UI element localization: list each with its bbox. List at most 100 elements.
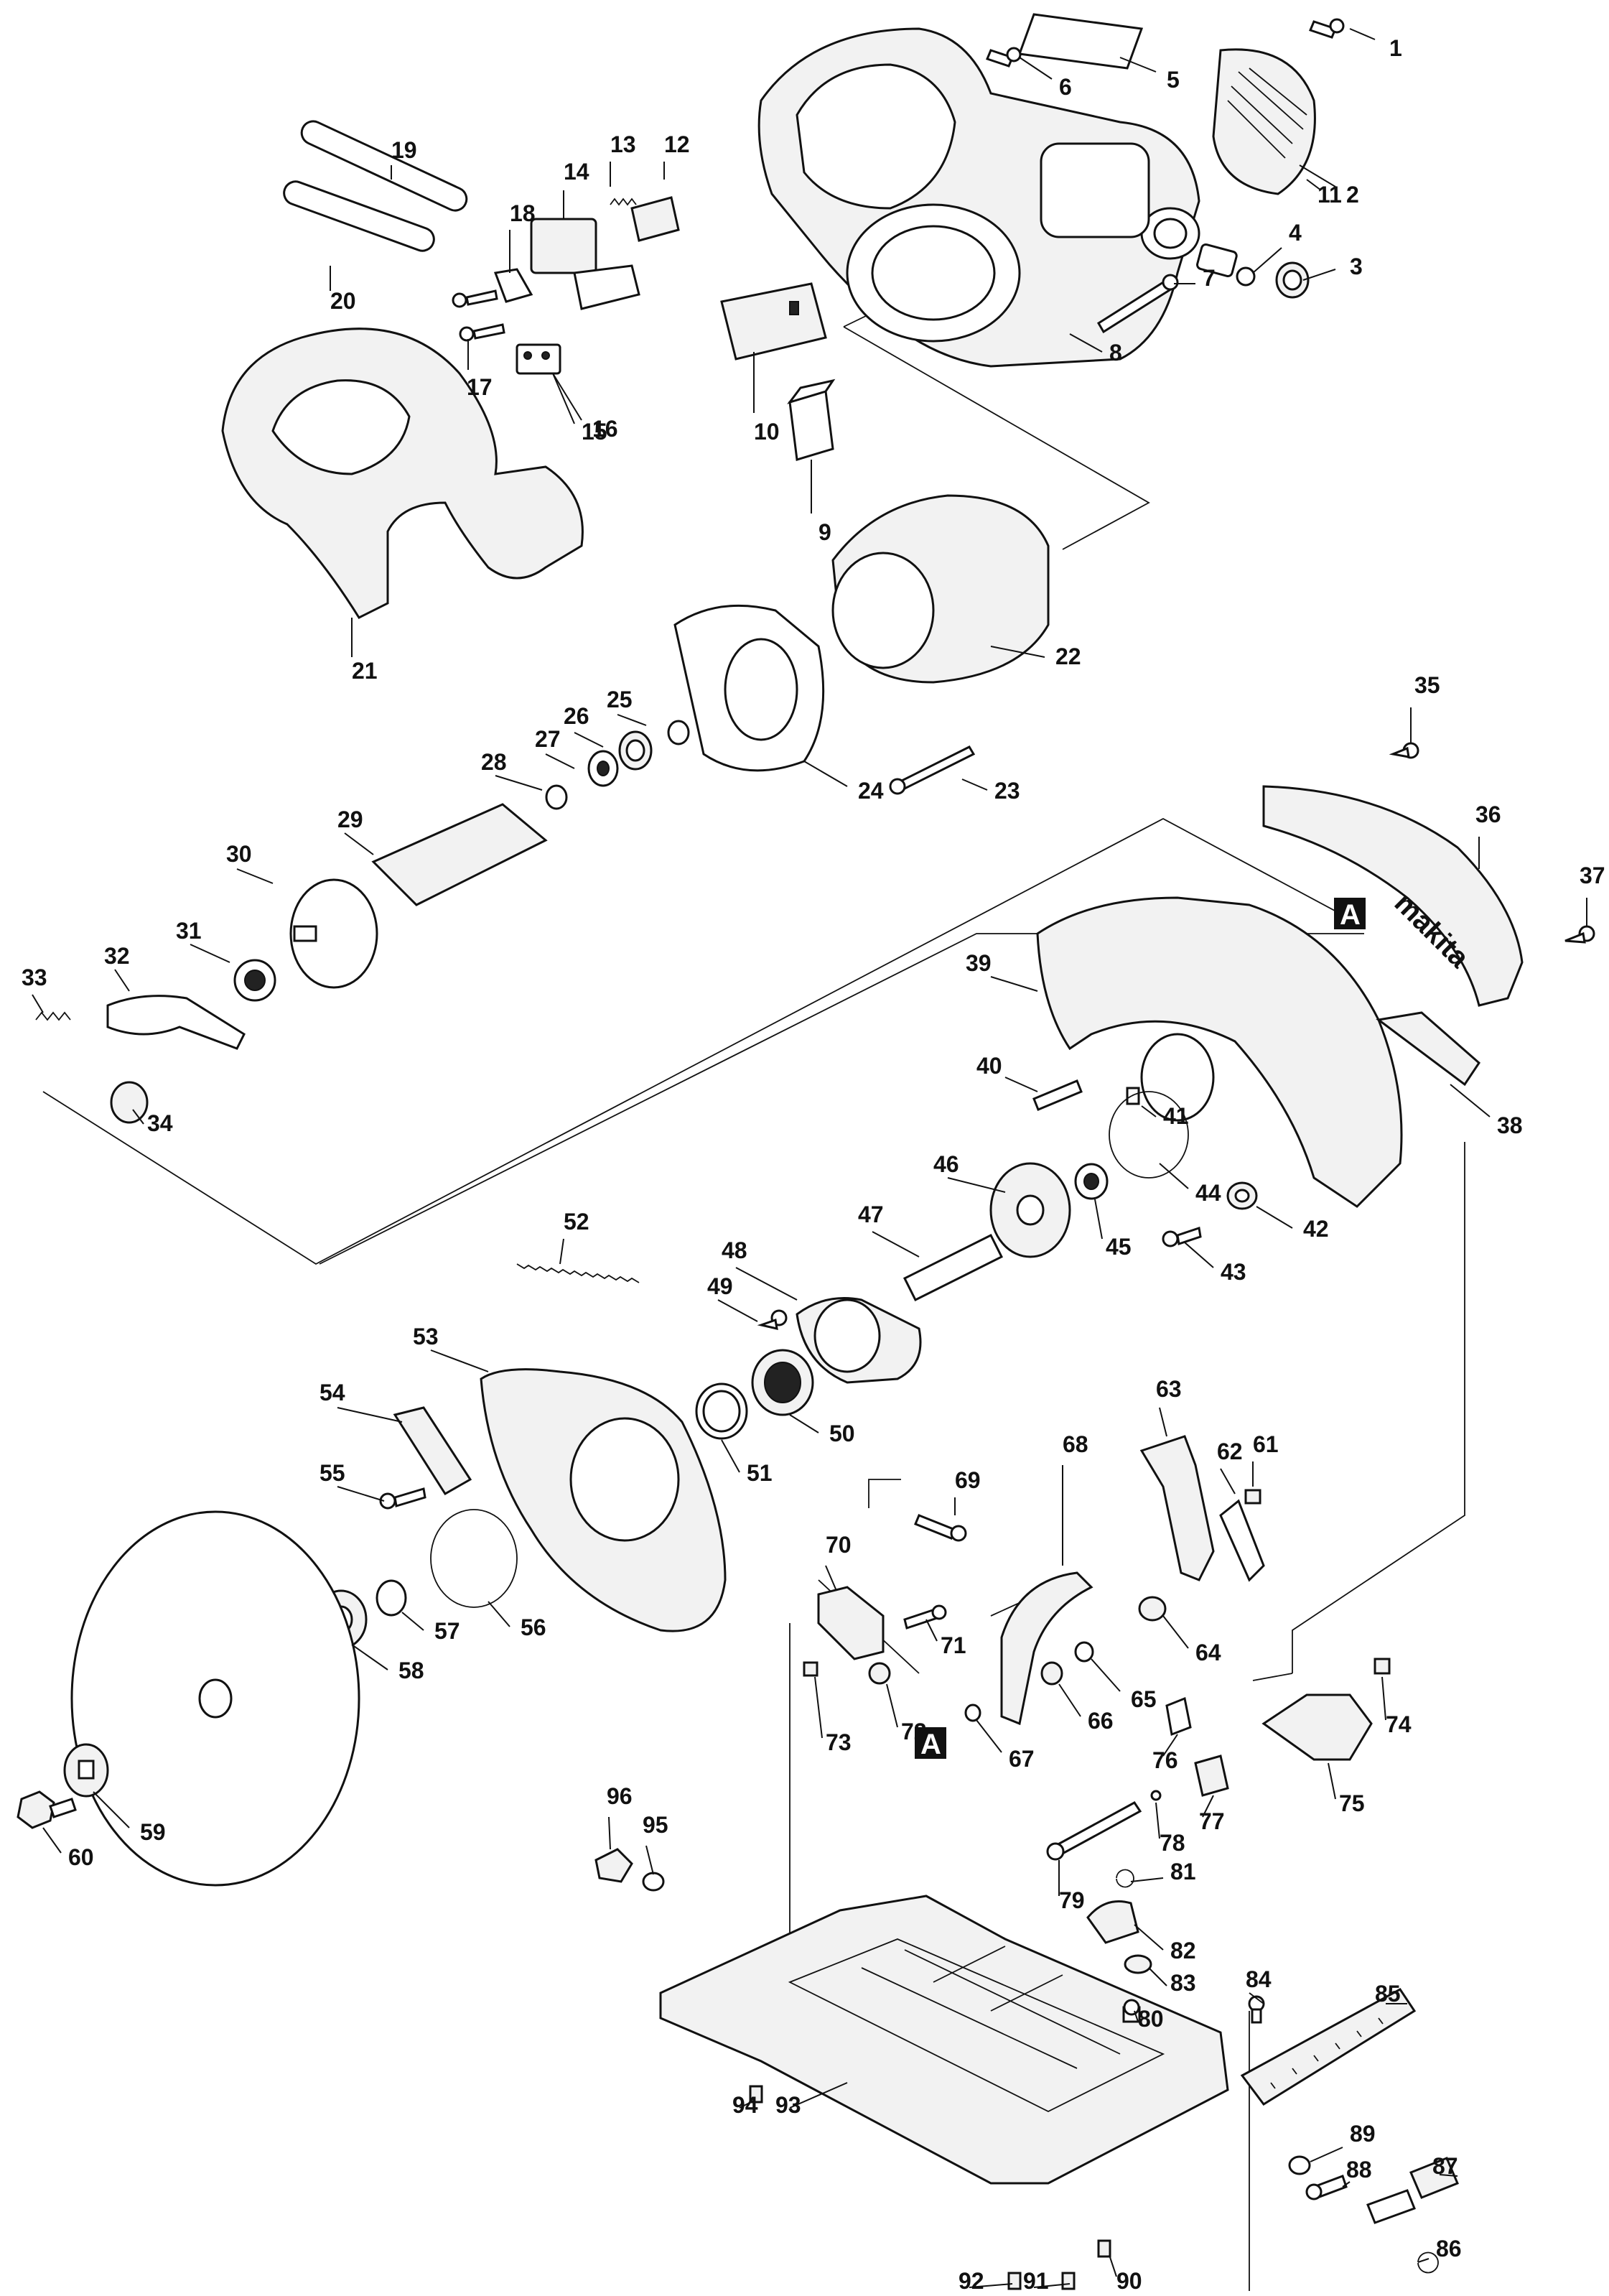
marker-letter: A bbox=[1340, 899, 1361, 931]
callout-12: 12 bbox=[664, 131, 690, 157]
callout-77: 77 bbox=[1199, 1808, 1225, 1834]
leader-line-66 bbox=[1058, 1683, 1081, 1717]
leader-line-53 bbox=[430, 1349, 489, 1372]
callout-95: 95 bbox=[643, 1812, 668, 1838]
callout-30: 30 bbox=[226, 841, 252, 867]
set-screw-94 bbox=[749, 2085, 763, 2104]
leader-line-86 bbox=[1417, 2258, 1430, 2263]
leader-line-28 bbox=[495, 775, 543, 791]
saw-blade bbox=[70, 1510, 360, 1887]
leader-line-90 bbox=[1109, 2254, 1117, 2277]
nameplate bbox=[1017, 13, 1144, 70]
retaining-ring-51 bbox=[695, 1382, 748, 1440]
callout-82: 82 bbox=[1170, 1938, 1196, 1963]
leader-line-65 bbox=[1091, 1658, 1121, 1692]
leader-line-27 bbox=[545, 753, 575, 769]
spring-83 bbox=[1124, 1954, 1152, 1974]
spring-56 bbox=[430, 1509, 518, 1608]
screw-41 bbox=[1126, 1087, 1140, 1105]
callout-20: 20 bbox=[330, 288, 356, 314]
callout-54: 54 bbox=[320, 1380, 345, 1405]
callout-25: 25 bbox=[607, 687, 633, 712]
pin-72 bbox=[868, 1662, 891, 1685]
callout-62: 62 bbox=[1217, 1439, 1243, 1464]
terminal-16 bbox=[516, 343, 561, 375]
callout-27: 27 bbox=[535, 726, 561, 752]
leader-line-51 bbox=[721, 1439, 740, 1473]
screw-71 bbox=[903, 1604, 947, 1630]
controller-10 bbox=[720, 282, 827, 361]
callout-81: 81 bbox=[1170, 1859, 1196, 1884]
leader-line-38 bbox=[1450, 1084, 1491, 1117]
callout-41: 41 bbox=[1163, 1103, 1189, 1129]
callout-46: 46 bbox=[933, 1151, 959, 1177]
callout-83: 83 bbox=[1170, 1970, 1196, 1996]
brake-plate-32 bbox=[106, 995, 246, 1050]
leader-line-55 bbox=[337, 1486, 385, 1502]
leader-line-6 bbox=[1019, 57, 1053, 80]
leader-line-24 bbox=[803, 761, 848, 787]
lock-lever-12 bbox=[630, 196, 680, 242]
pad-9 bbox=[787, 378, 836, 461]
callout-22: 22 bbox=[1055, 643, 1081, 669]
bolt-76 bbox=[1165, 1696, 1192, 1737]
ring-86b bbox=[1417, 2251, 1439, 2274]
callout-8: 8 bbox=[1109, 340, 1122, 366]
armature-29 bbox=[289, 803, 548, 989]
motor-housing bbox=[757, 27, 1200, 368]
leader-line-46 bbox=[947, 1177, 1006, 1193]
callout-33: 33 bbox=[22, 965, 47, 990]
callout-47: 47 bbox=[858, 1202, 884, 1227]
ring-57 bbox=[376, 1579, 407, 1617]
grip-68 bbox=[1000, 1571, 1093, 1726]
leader-line-45 bbox=[1094, 1199, 1103, 1240]
callout-35: 35 bbox=[1414, 672, 1440, 698]
leader-line-96 bbox=[608, 1816, 611, 1850]
cap-34 bbox=[110, 1081, 149, 1124]
leader-line-70 bbox=[825, 1565, 837, 1591]
callout-60: 60 bbox=[68, 1844, 94, 1870]
leader-line-82 bbox=[1134, 1924, 1164, 1951]
callout-73: 73 bbox=[826, 1729, 852, 1755]
marker-a-lower: A bbox=[915, 1727, 946, 1760]
callout-26: 26 bbox=[564, 703, 589, 729]
leader-line-83 bbox=[1148, 1967, 1167, 1986]
spring-13 bbox=[610, 197, 637, 206]
leader-line-94 bbox=[739, 2100, 755, 2109]
cam-82 bbox=[1086, 1900, 1139, 1944]
bearing-box-48 bbox=[796, 1297, 922, 1384]
callout-59: 59 bbox=[140, 1819, 166, 1845]
leader-line-95 bbox=[645, 1845, 654, 1875]
leader-line-44 bbox=[1159, 1163, 1189, 1189]
callout-4: 4 bbox=[1289, 220, 1302, 246]
callout-53: 53 bbox=[413, 1324, 439, 1349]
callout-63: 63 bbox=[1156, 1376, 1182, 1402]
leader-line-4 bbox=[1252, 247, 1282, 274]
callout-57: 57 bbox=[434, 1618, 460, 1644]
callout-10: 10 bbox=[754, 419, 780, 445]
screws-15-17 bbox=[452, 289, 505, 342]
leader-line-92 bbox=[969, 2283, 1013, 2288]
leader-line-52 bbox=[559, 1238, 564, 1265]
washer-89 bbox=[1288, 2155, 1311, 2175]
leader-line-91 bbox=[1033, 2283, 1071, 2288]
leader-line-73 bbox=[814, 1676, 823, 1739]
callout-7: 7 bbox=[1203, 265, 1216, 291]
callout-85: 85 bbox=[1375, 1981, 1401, 2007]
callout-32: 32 bbox=[104, 943, 130, 969]
callout-39: 39 bbox=[966, 950, 992, 976]
nut-73 bbox=[803, 1661, 819, 1677]
callout-80: 80 bbox=[1138, 2006, 1164, 2032]
callout-42: 42 bbox=[1303, 1216, 1329, 1242]
screw-6 bbox=[985, 47, 1022, 68]
callout-36: 36 bbox=[1475, 801, 1501, 827]
callout-90: 90 bbox=[1116, 2268, 1142, 2294]
leader-line-33 bbox=[32, 994, 44, 1013]
leader-line-74 bbox=[1381, 1676, 1386, 1721]
leader-line-23 bbox=[961, 778, 988, 791]
bearing-31 bbox=[233, 959, 276, 1002]
callout-92: 92 bbox=[959, 2268, 984, 2294]
leader-line-88 bbox=[1342, 2181, 1351, 2188]
callout-68: 68 bbox=[1063, 1431, 1088, 1457]
leader-line-29 bbox=[344, 832, 374, 855]
